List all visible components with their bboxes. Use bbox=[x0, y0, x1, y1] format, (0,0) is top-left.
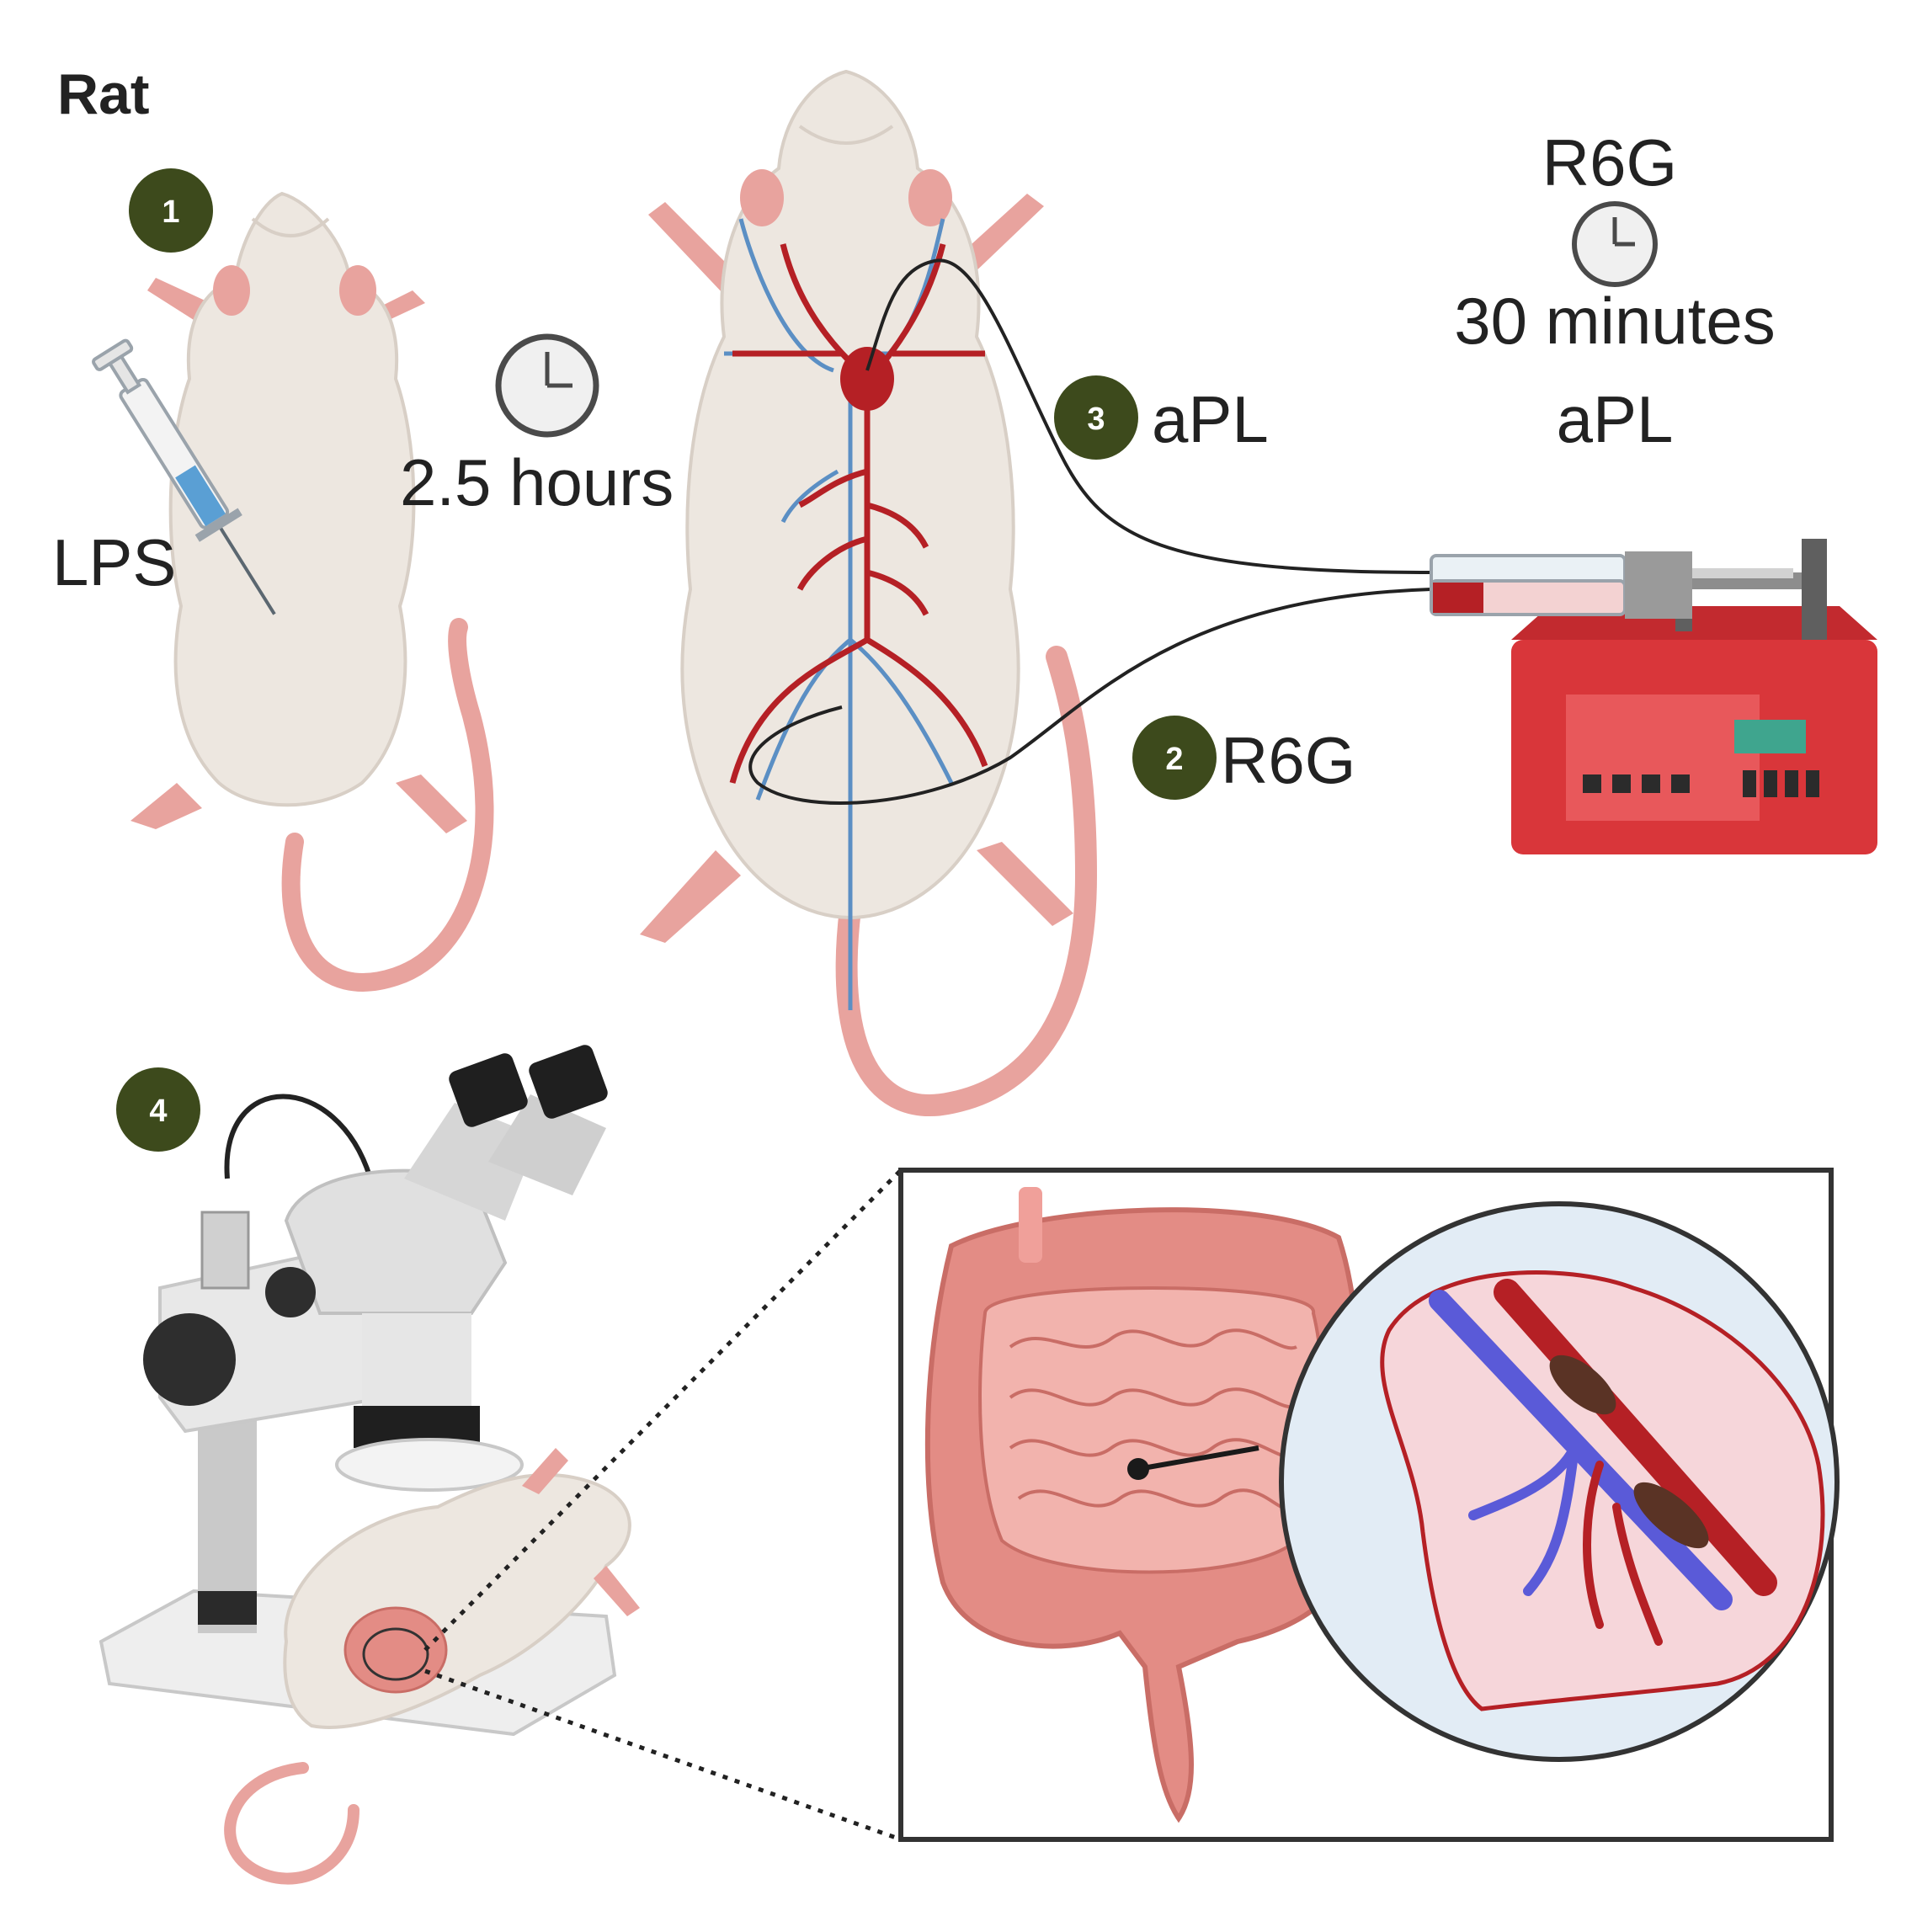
svg-text:3: 3 bbox=[1087, 402, 1105, 437]
clock-icon bbox=[495, 333, 599, 438]
step-4-badge: 4 bbox=[116, 1067, 200, 1152]
intestine-icon bbox=[924, 1187, 1361, 1823]
syringe-pump-icon bbox=[1430, 539, 1877, 854]
svg-text:4: 4 bbox=[149, 1094, 167, 1129]
pump-duration-label: 30 minutes bbox=[1454, 284, 1776, 358]
svg-text:2: 2 bbox=[1165, 742, 1183, 777]
pump-top-label: R6G bbox=[1542, 125, 1677, 200]
rat-lps bbox=[130, 191, 494, 992]
lps-label: LPS bbox=[52, 525, 176, 599]
svg-text:1: 1 bbox=[162, 194, 179, 230]
step-1-badge: 1 bbox=[129, 168, 213, 253]
diagram-title: Rat bbox=[57, 62, 150, 126]
vessel-zoom-icon bbox=[1279, 1201, 1840, 1762]
rat-under-microscope bbox=[224, 1448, 640, 1885]
wait-duration-label: 2.5 hours bbox=[400, 445, 674, 519]
pump-bottom-label: aPL bbox=[1557, 382, 1674, 456]
step-2-badge: 2 bbox=[1132, 716, 1217, 800]
clock-icon bbox=[1572, 201, 1658, 287]
catheter-line-apl bbox=[865, 258, 1432, 574]
step-3-badge: 3 bbox=[1054, 375, 1138, 460]
catheter-line-r6g bbox=[748, 588, 1432, 805]
syringe-icon bbox=[92, 338, 276, 615]
step-2-label: R6G bbox=[1221, 723, 1355, 797]
step-3-label: aPL bbox=[1152, 382, 1269, 456]
rat-catheterised bbox=[640, 69, 1098, 1116]
zoom-line-bottom bbox=[424, 1669, 902, 1842]
